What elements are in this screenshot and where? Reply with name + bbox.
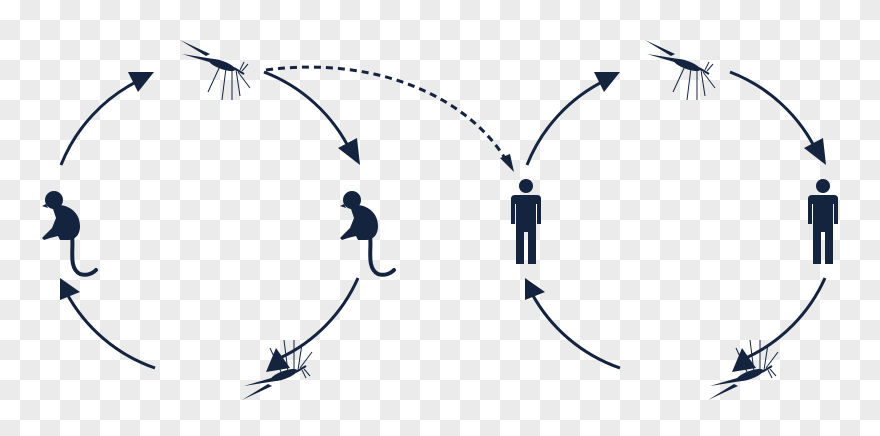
arrow-monkey-to-mosquito-bottom: [279, 277, 360, 360]
arrowhead: [525, 278, 545, 300]
right-cycle-arrows: [525, 70, 827, 370]
arrowhead: [338, 138, 360, 165]
human-icon: [511, 179, 541, 264]
arrow-mosquito-to-monkey-right: [263, 70, 352, 151]
arrow-human-to-mosquito-bottom: [745, 277, 827, 360]
arrow-mosquito-to-human-right: [729, 70, 818, 151]
human-icon: [808, 179, 838, 264]
arrowhead: [594, 72, 620, 92]
arrow-human-to-mosquito-top: [525, 78, 607, 166]
arrowhead: [266, 348, 290, 372]
right-arrowheads: [525, 72, 826, 372]
arrow-monkey-to-mosquito-left: [59, 78, 141, 166]
arrowhead: [128, 72, 154, 92]
arrow-mosquito-to-human-left: [529, 291, 621, 370]
dashed-bridge-arrowhead: [500, 154, 514, 172]
arrow-mosquito-to-monkey-left: [64, 291, 156, 370]
arrowhead: [804, 138, 826, 165]
monkey-icon: [40, 189, 98, 277]
mosquito-icon: [179, 39, 251, 101]
arrowhead: [732, 348, 756, 372]
monkey-icon: [338, 189, 396, 277]
left-cycle-arrows: [59, 70, 360, 370]
arrowhead: [60, 278, 80, 300]
mosquito-icon: [644, 39, 716, 101]
left-arrowheads: [60, 72, 360, 372]
dashed-bridge-arrow: [265, 65, 508, 161]
